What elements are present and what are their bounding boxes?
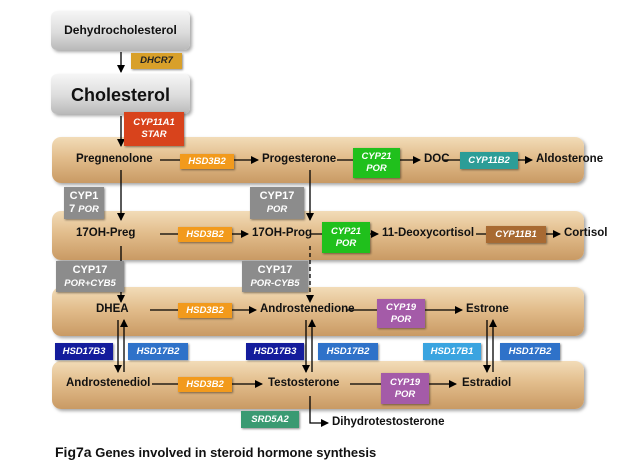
hsd17b2-enzyme-right: HSD17B2 (500, 343, 560, 360)
cyp11b2-enzyme: CYP11B2 (460, 152, 518, 169)
cholesterol-box: Cholesterol (51, 74, 190, 114)
hsd17b2-enzyme-left: HSD17B2 (128, 343, 188, 360)
figure-caption: Fig7a Genes involved in steroid hormone … (55, 444, 376, 460)
hsd3b2-enzyme-row1: HSD3B2 (180, 154, 234, 169)
arrow-testosterone-to-dht (309, 396, 329, 427)
cholesterol-label: Cholesterol (70, 85, 171, 105)
androstenediol-label: Androstenediol (66, 377, 151, 389)
hsd3b2-enzyme-row2: HSD3B2 (178, 227, 232, 242)
cyp17-enzyme-right: CYP17 POR (250, 187, 304, 219)
figure-title: Genes involved in steroid hormone synthe… (95, 445, 377, 460)
cyp17-enzyme-left: CYP1 7 POR (64, 187, 104, 219)
17oh-preg-label: 17OH-Preg (76, 227, 136, 239)
hsd17b3-enzyme-mid: HSD17B3 (246, 343, 304, 360)
cyp19-enzyme-row4: CYP19 POR (381, 373, 429, 404)
dehydrocholesterol-box: Dehydrocholesterol (51, 11, 190, 50)
pathway-band-row3 (52, 287, 584, 336)
cyp11b1-enzyme: CYP11B1 (486, 226, 546, 243)
hsd17b3-enzyme-left: HSD17B3 (55, 343, 113, 360)
cyp19-enzyme-row3: CYP19 POR (377, 299, 425, 328)
testosterone-label: Testosterone (268, 377, 340, 389)
hsd17b2-enzyme-mid: HSD17B2 (318, 343, 378, 360)
cyp11a1-enzyme: CYP11A1 STAR (124, 112, 184, 146)
dehydrocholesterol-label: Dehydrocholesterol (64, 23, 177, 37)
androstenedione-label: Androstenedione (260, 303, 355, 315)
cortisol-label: Cortisol (564, 227, 608, 239)
doc-label: DOC (424, 153, 450, 165)
pregnenolone-label: Pregnenolone (76, 153, 153, 165)
dhcr7-enzyme: DHCR7 (131, 53, 182, 69)
17oh-prog-label: 17OH-Prog (252, 227, 313, 239)
estradiol-label: Estradiol (462, 377, 512, 389)
srd5a2-enzyme: SRD5A2 (241, 411, 299, 428)
dihydrotestosterone-label: Dihydrotestosterone (332, 416, 445, 428)
cyp17-cyb5-enzyme-left: CYP17 POR+CYB5 (56, 261, 124, 292)
cyp21-enzyme-row1: CYP21 POR (353, 148, 400, 178)
hsd3b2-enzyme-row4: HSD3B2 (178, 377, 232, 392)
dhea-label: DHEA (96, 303, 129, 315)
cyp17-cyb5-enzyme-right: CYP17 POR-CYB5 (242, 261, 308, 292)
cyp21-enzyme-row2: CYP21 POR (322, 222, 370, 253)
hsd17b1-enzyme-right: HSD17B1 (423, 343, 481, 360)
aldosterone-label: Aldosterone (536, 153, 604, 165)
pathway-band-row4 (52, 361, 584, 409)
figure-number: Fig7a (55, 444, 92, 460)
progesterone-label: Progesterone (262, 153, 337, 165)
estrone-label: Estrone (466, 303, 509, 315)
11-deoxycortisol-label: 11-Deoxycortisol (382, 227, 475, 239)
hsd3b2-enzyme-row3: HSD3B2 (178, 303, 232, 318)
